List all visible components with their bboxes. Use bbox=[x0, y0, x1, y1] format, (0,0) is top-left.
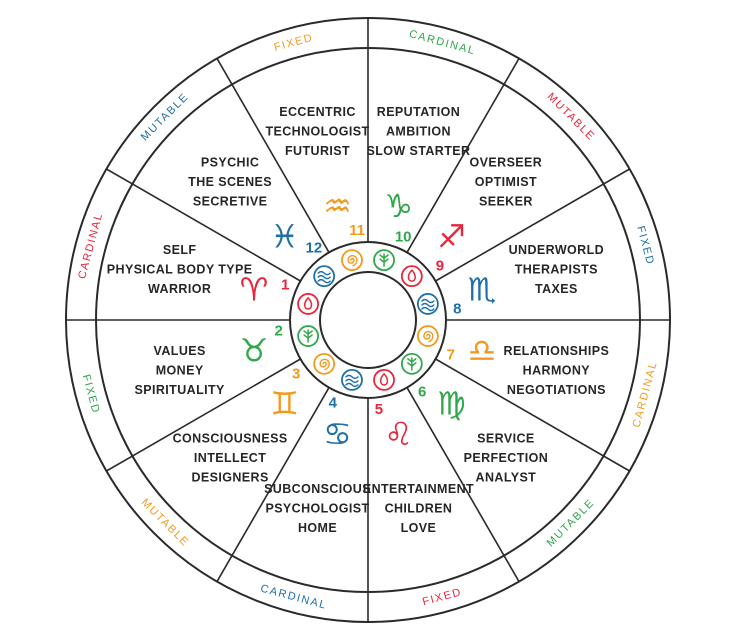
house-keyword: LOVE bbox=[401, 521, 437, 535]
house-keyword: CONSCIOUSNESS bbox=[173, 431, 288, 445]
house-keyword: SUBCONSCIOUS bbox=[264, 482, 371, 496]
zodiac-glyph-icon: ♍ bbox=[437, 384, 466, 422]
zodiac-glyph-icon: ♏ bbox=[468, 270, 497, 308]
fire-element-icon bbox=[297, 293, 320, 315]
modality-label: MUTABLE bbox=[545, 497, 598, 550]
house-keyword: MONEY bbox=[156, 363, 204, 377]
zodiac-glyphs: ♈ ♉♊ ♋ ♌ ♍♎ ♏♐ ♑ ♒ ♓ bbox=[240, 187, 497, 453]
zodiac-glyph-icon: ♉ bbox=[240, 332, 269, 370]
house-divider bbox=[435, 358, 630, 472]
house-keyword: PERFECTION bbox=[464, 451, 549, 465]
modality-label: FIXED bbox=[273, 32, 315, 54]
modality-label: FIXED bbox=[421, 586, 463, 608]
house-number: 9 bbox=[436, 257, 444, 274]
house-dividers bbox=[66, 18, 670, 622]
house-keyword: PHYSICAL BODY TYPE bbox=[107, 263, 253, 277]
zodiac-glyph-icon: ♒ bbox=[323, 187, 352, 225]
house-number: 2 bbox=[274, 322, 282, 339]
house-number: 3 bbox=[292, 366, 300, 383]
water-element-icon bbox=[313, 265, 336, 288]
house-keyword: INTELLECT bbox=[194, 451, 266, 465]
fire-element-icon bbox=[400, 265, 423, 288]
element-icon-ring bbox=[297, 249, 439, 391]
house-keyword: OVERSEER bbox=[470, 156, 543, 170]
house-number: 7 bbox=[447, 347, 455, 364]
house-divider bbox=[435, 168, 630, 282]
zodiac-glyph-icon: ♑ bbox=[384, 187, 413, 225]
water-element-icon bbox=[416, 293, 439, 315]
house-divider bbox=[216, 387, 330, 582]
house-keyword: TAXES bbox=[535, 282, 578, 296]
house-keyword: ENTERTAINMENT bbox=[363, 482, 474, 496]
house-number: 4 bbox=[329, 394, 338, 411]
house-keyword: AMBITION bbox=[386, 125, 451, 139]
house-divider bbox=[216, 58, 330, 253]
house-keyword: SELF bbox=[163, 243, 197, 257]
house-keyword: SLOW STARTER bbox=[367, 144, 471, 158]
modality-label: FIXED bbox=[634, 225, 656, 267]
house-number: 6 bbox=[418, 383, 426, 400]
house-keyword: WARRIOR bbox=[148, 282, 211, 296]
house-keyword: SPIRITUALITY bbox=[135, 383, 225, 397]
zodiac-glyph-icon: ♊ bbox=[270, 384, 299, 422]
house-keyword: TECHNOLOGIST bbox=[265, 125, 369, 139]
house-keyword: NEGOTIATIONS bbox=[507, 383, 606, 397]
house-number: 11 bbox=[349, 222, 365, 239]
zodiac-glyph-icon: ♓ bbox=[270, 218, 299, 256]
house-divider bbox=[406, 58, 520, 253]
house-keyword: THERAPISTS bbox=[515, 263, 598, 277]
earth-element-icon bbox=[373, 249, 395, 272]
house-number: 12 bbox=[305, 240, 322, 257]
zodiac-glyph-icon: ♎ bbox=[468, 332, 497, 370]
house-keyword: FUTURIST bbox=[285, 144, 350, 158]
house-keyword: SEEKER bbox=[479, 195, 533, 209]
air-element-icon bbox=[341, 249, 363, 272]
house-keyword: UNDERWORLD bbox=[509, 243, 604, 257]
house-keyword: OPTIMIST bbox=[475, 175, 537, 189]
house-keyword: SERVICE bbox=[477, 431, 534, 445]
house-divider bbox=[106, 358, 301, 472]
zodiac-glyph-icon: ♈ bbox=[240, 270, 269, 308]
house-keyword: CHILDREN bbox=[385, 501, 453, 515]
ring-3 bbox=[319, 271, 417, 369]
house-keyword: PSYCHIC bbox=[201, 156, 259, 170]
house-keyword: RELATIONSHIPS bbox=[504, 344, 610, 358]
house-keyword: ANALYST bbox=[476, 470, 537, 484]
fire-element-icon bbox=[373, 368, 395, 391]
house-number: 5 bbox=[375, 401, 383, 418]
house-divider bbox=[406, 387, 520, 582]
earth-element-icon bbox=[297, 325, 320, 347]
house-number: 8 bbox=[453, 301, 461, 318]
ring-2 bbox=[289, 241, 447, 399]
house-keyword: DESIGNERS bbox=[191, 470, 268, 484]
zodiac-glyph-icon: ♌ bbox=[384, 415, 413, 453]
house-number: 10 bbox=[395, 229, 412, 246]
water-element-icon bbox=[341, 368, 363, 391]
earth-element-icon bbox=[400, 352, 423, 375]
zodiac-glyph-icon: ♋ bbox=[323, 415, 352, 453]
house-keyword: REPUTATION bbox=[377, 105, 460, 119]
house-divider bbox=[106, 168, 301, 282]
house-keyword: HOME bbox=[298, 521, 337, 535]
air-element-icon bbox=[313, 352, 336, 375]
modality-label: MUTABLE bbox=[139, 497, 192, 550]
house-number: 1 bbox=[281, 276, 289, 293]
house-keyword: VALUES bbox=[154, 344, 206, 358]
house-keywords: SELF PHYSICAL BODY TYPE WARRIOR VALUES MONEY… bbox=[107, 105, 609, 535]
modality-label: MUTABLE bbox=[545, 91, 598, 144]
zodiac-glyph-icon: ♐ bbox=[437, 218, 466, 256]
house-keyword: SECRETIVE bbox=[193, 195, 267, 209]
house-keyword: PSYCHOLOGIST bbox=[265, 501, 369, 515]
modality-label: MUTABLE bbox=[139, 91, 192, 144]
modality-label: FIXED bbox=[80, 373, 102, 415]
house-keyword: ECCENTRIC bbox=[279, 105, 356, 119]
house-keyword: THE SCENES bbox=[188, 175, 272, 189]
house-keyword: HARMONY bbox=[523, 363, 591, 377]
air-element-icon bbox=[416, 325, 439, 347]
